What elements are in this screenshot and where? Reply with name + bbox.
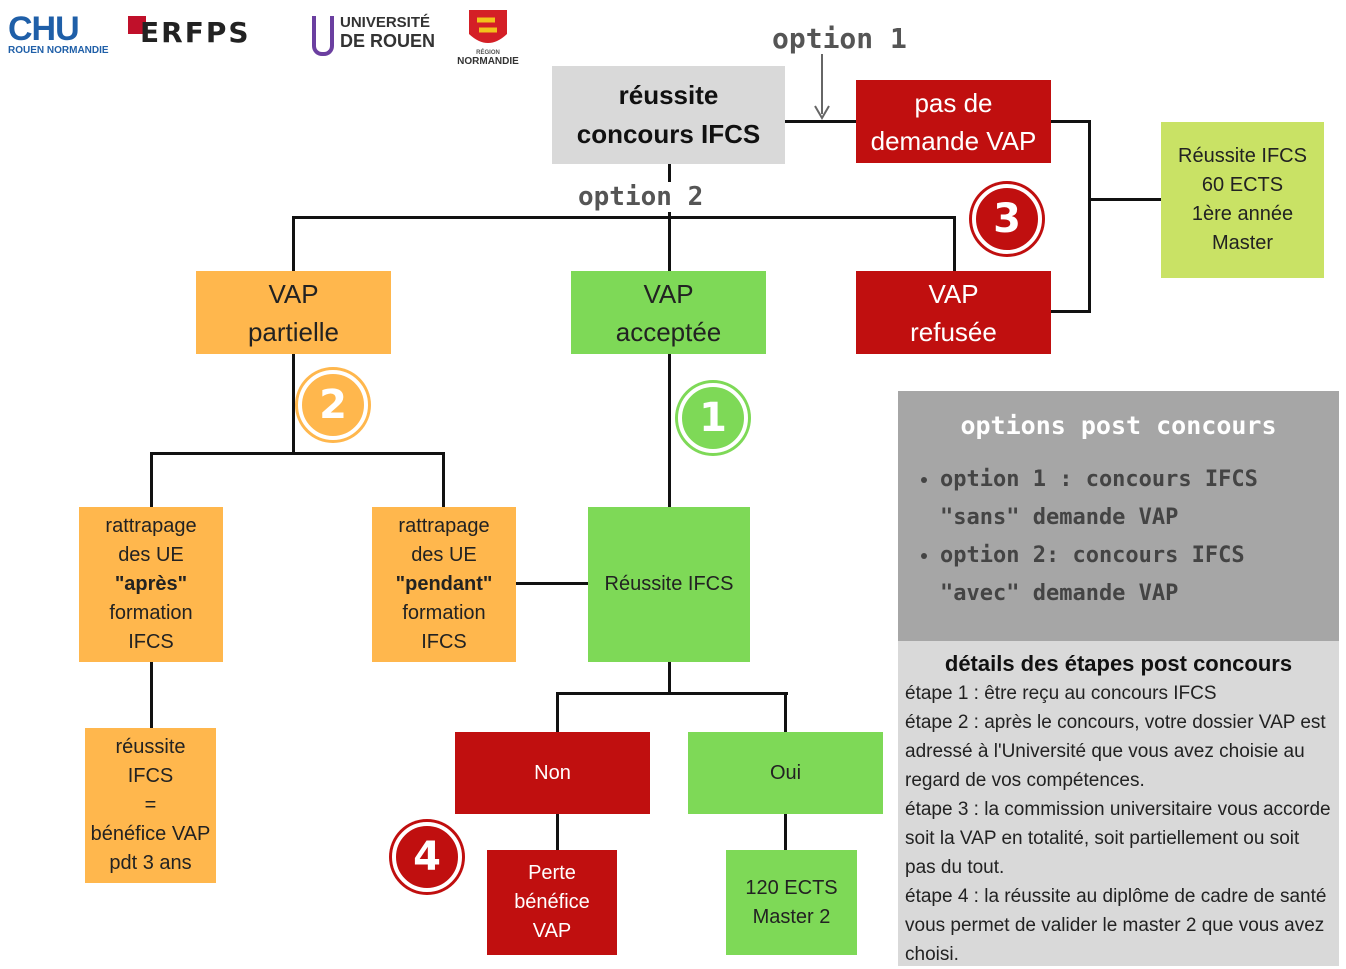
oui-text: Oui xyxy=(769,761,802,784)
options-list: option 1 : concours IFCS "sans" demande … xyxy=(912,461,1332,613)
oui-box: Oui xyxy=(688,732,883,814)
option1-list-item: option 1 : concours IFCS "sans" demande … xyxy=(940,461,1332,537)
step-2-badge: 2 xyxy=(298,370,368,440)
region-shield-icon xyxy=(469,10,507,43)
step-3-number: 3 xyxy=(993,196,1021,242)
reussite-benefice-vap-text: réussite IFCS = bénéfice VAP pdt 3 ans xyxy=(90,736,211,874)
connector xyxy=(556,692,788,695)
connector xyxy=(442,452,445,508)
connector xyxy=(556,692,559,732)
universite-rouen-logo: UNIVERSITÉ DE ROUEN xyxy=(312,14,435,56)
option2-label: option 2 xyxy=(576,182,706,212)
reussite-concours-text: réussite concours IFCS xyxy=(576,80,761,149)
universite-logo-line1: UNIVERSITÉ xyxy=(340,14,431,31)
reussite-ifcs-text: Réussite IFCS xyxy=(604,573,734,595)
connector xyxy=(1050,120,1090,123)
reussite-60-ects-box: Réussite IFCS 60 ECTS 1ère année Master xyxy=(1161,122,1324,278)
connector xyxy=(1088,198,1162,201)
chu-logo-subtext: ROUEN NORMANDIE xyxy=(8,45,109,56)
connector xyxy=(292,216,956,219)
vap-partielle-box: VAP partielle xyxy=(196,271,391,354)
connector xyxy=(150,452,444,455)
connector xyxy=(556,814,559,850)
details-panel-title: détails des étapes post concours xyxy=(944,651,1293,676)
non-box: Non xyxy=(455,732,650,814)
option2-list-item: option 2: concours IFCS "avec" demande V… xyxy=(940,537,1332,613)
option1-arrow-icon xyxy=(814,54,830,120)
vap-refusee-text: VAP refusée xyxy=(910,278,997,347)
non-text: Non xyxy=(534,761,571,784)
region-normandie-logo: RÉGION NORMANDIE xyxy=(452,8,524,67)
connector xyxy=(668,662,671,694)
step-3-badge: 3 xyxy=(972,184,1042,254)
rattrapage-pendant-box: rattrapage des UE "pendant" formation IF… xyxy=(372,507,516,662)
rattrapage-apres-emphasis: "après" xyxy=(114,573,188,595)
options-post-concours-panel: options post concours option 1 : concour… xyxy=(898,391,1339,641)
option1-label: option 1 xyxy=(772,22,907,55)
universite-logo-mark xyxy=(312,16,334,56)
details-etapes-panel: détails des étapes post concours étape 1… xyxy=(898,641,1339,966)
connector xyxy=(150,452,153,508)
erfps-logo-text: ERFPS xyxy=(140,16,251,49)
connector xyxy=(150,662,153,728)
master2-box: 120 ECTS Master 2 xyxy=(726,850,857,955)
connector xyxy=(668,354,671,508)
connector xyxy=(953,216,956,272)
connector xyxy=(1050,310,1090,313)
region-logo-line1: RÉGION xyxy=(476,50,500,56)
vap-partielle-text: VAP partielle xyxy=(247,278,340,347)
rattrapage-apres-text: rattrapage des UE xyxy=(105,515,197,566)
connector xyxy=(292,216,295,272)
rattrapage-apres-formation: formation IFCS xyxy=(109,602,193,653)
reussite-60-ects-text: Réussite IFCS 60 ECTS 1ère année Master xyxy=(1178,145,1307,254)
step-1-number: 1 xyxy=(699,395,727,441)
step-1-badge: 1 xyxy=(678,383,748,453)
connector xyxy=(784,814,787,850)
options-panel-title: options post concours xyxy=(960,411,1277,440)
reussite-concours-box: réussite concours IFCS xyxy=(552,66,785,164)
connector xyxy=(1088,120,1091,313)
erfps-logo-mark xyxy=(128,16,146,34)
rattrapage-apres-box: rattrapage des UE "après" formation IFCS xyxy=(79,507,223,662)
connector xyxy=(784,692,787,732)
step-4-number: 4 xyxy=(413,834,441,880)
rattrapage-pendant-text: rattrapage des UE xyxy=(398,515,490,566)
reussite-ifcs-box: Réussite IFCS xyxy=(588,507,750,662)
universite-logo-line2: DE ROUEN xyxy=(340,31,436,51)
region-logo-line2: NORMANDIE xyxy=(457,56,519,67)
connector xyxy=(516,582,588,585)
reussite-benefice-vap-box: réussite IFCS = bénéfice VAP pdt 3 ans xyxy=(85,728,216,883)
vap-acceptee-box: VAP acceptée xyxy=(571,271,766,354)
vap-refusee-box: VAP refusée xyxy=(856,271,1051,354)
details-panel-text: étape 1 : être reçu au concours IFCS éta… xyxy=(905,683,1331,965)
master2-text: 120 ECTS Master 2 xyxy=(745,876,838,928)
erfps-logo: ERFPS xyxy=(128,16,249,49)
chu-logo-text: CHU xyxy=(8,10,80,48)
pas-de-demande-vap-text: pas de demande VAP xyxy=(870,87,1037,156)
step-4-badge: 4 xyxy=(392,822,462,892)
perte-benefice-vap-box: Perte bénéfice VAP xyxy=(487,850,617,955)
rattrapage-pendant-emphasis: "pendant" xyxy=(395,573,493,595)
connector xyxy=(784,120,856,123)
vap-acceptee-text: VAP acceptée xyxy=(615,278,722,347)
chu-logo: CHU ROUEN NORMANDIE xyxy=(8,10,109,56)
rattrapage-pendant-formation: formation IFCS xyxy=(402,602,486,653)
pas-de-demande-vap-box: pas de demande VAP xyxy=(856,80,1051,163)
step-2-number: 2 xyxy=(319,382,347,428)
connector xyxy=(292,354,295,454)
perte-benefice-vap-text: Perte bénéfice VAP xyxy=(514,862,590,942)
